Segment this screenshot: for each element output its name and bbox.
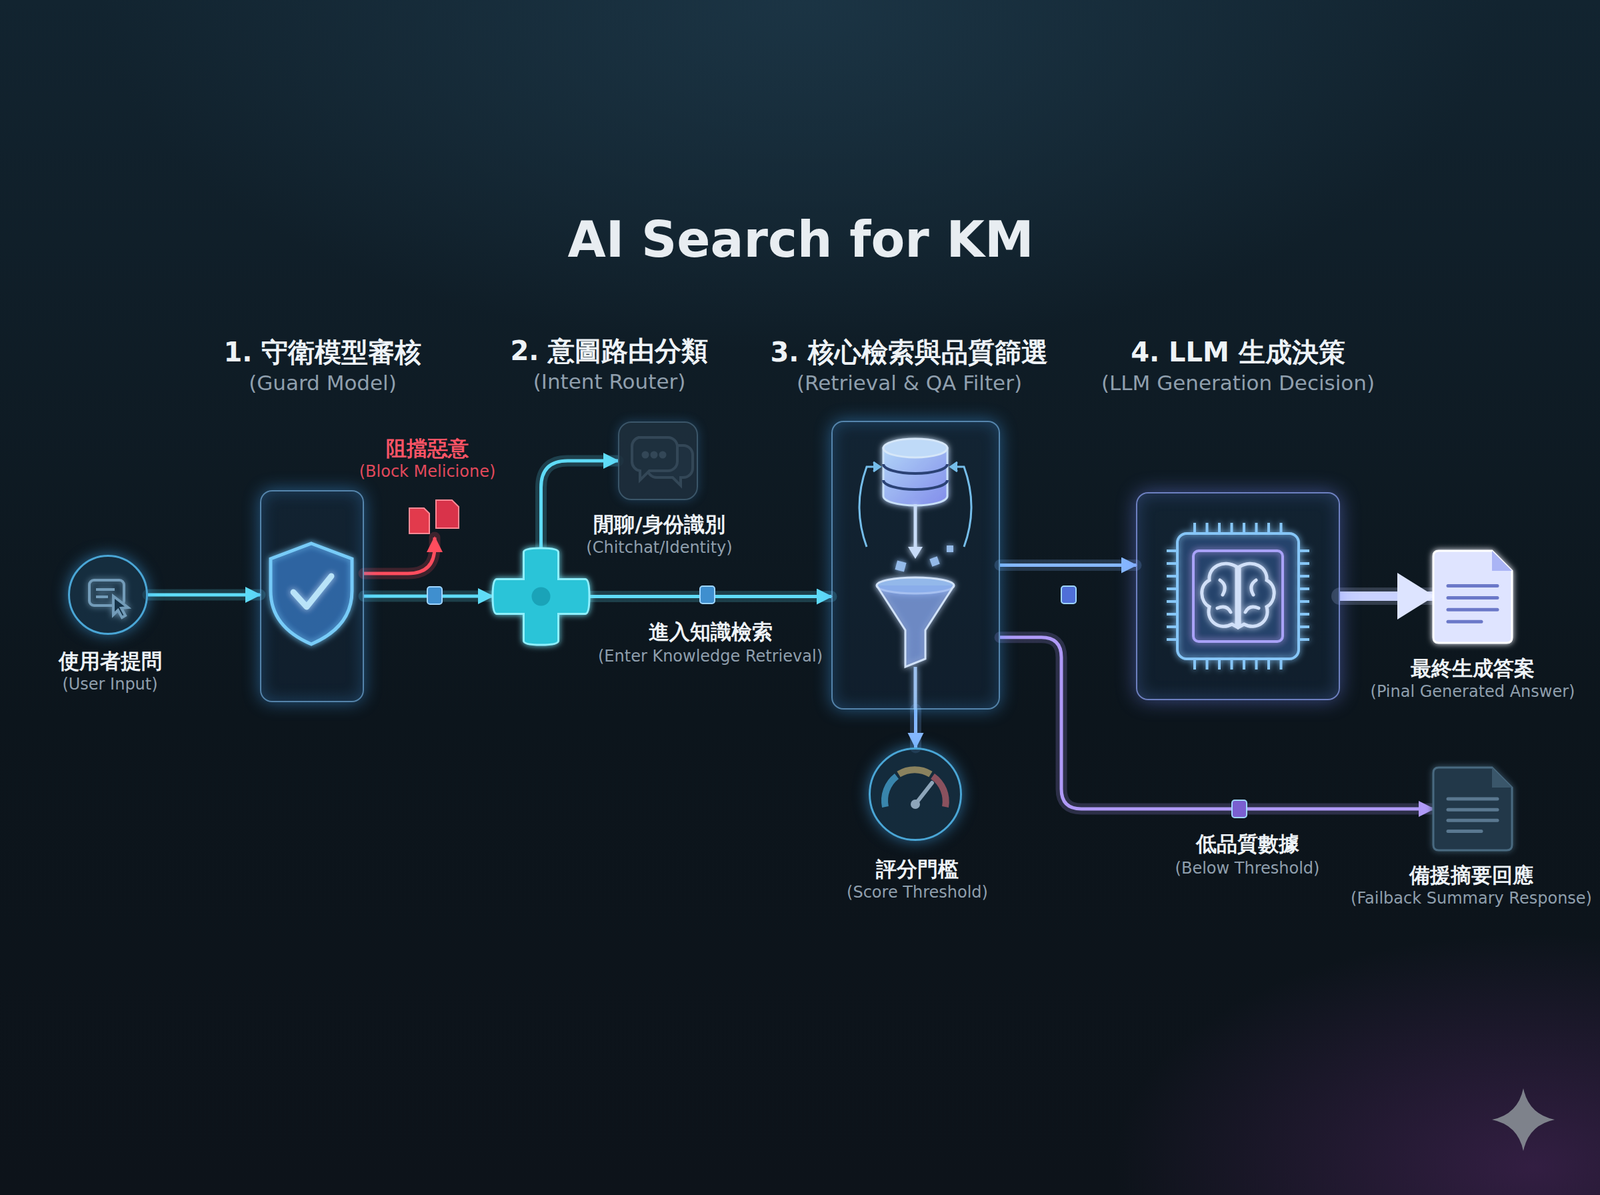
block-docs: 阻擋惡意(Block Melicione) [408, 498, 462, 538]
flow-connector [915, 709, 916, 748]
node-title: 3. 核心檢索與品質篩選 [770, 334, 1049, 370]
node-label: 阻擋惡意(Block Melicione) [359, 434, 496, 482]
connector-line [1000, 563, 1136, 567]
connector-glow [148, 589, 260, 601]
node-label: 4. LLM 生成決策(LLM Generation Decision) [1101, 334, 1375, 396]
input-circle: 使用者提問(User Input) [68, 554, 148, 635]
diagram-title: AI Search for KM [567, 210, 1034, 268]
node-subtitle: (Chitchat/Identity) [586, 537, 732, 558]
node-subtitle: (Failback Summary Response) [1350, 888, 1592, 909]
guard-panel: 1. 守衛模型審核(Guard Model) [260, 490, 364, 702]
llm-panel: 4. LLM 生成決策(LLM Generation Decision) [1136, 492, 1340, 700]
node-label: 2. 意圖路由分類(Intent Router) [510, 333, 709, 395]
router-cross-outline [492, 548, 590, 645]
flow-connector [148, 594, 260, 596]
node-title: 4. LLM 生成決策 [1101, 334, 1375, 370]
chitchat-tile: 閒聊/身份識別(Chitchat/Identity) [618, 421, 698, 500]
node-subtitle: (LLM Generation Decision) [1101, 369, 1375, 396]
node-title: 阻擋惡意 [359, 434, 496, 462]
node-subtitle: (Guard Model) [224, 369, 422, 396]
retrieval-panel: 3. 核心檢索與品質篩選(Retrieval & QA Filter) [831, 420, 1000, 710]
connector-glow [1000, 559, 1136, 571]
node-title: 評分門檻 [846, 855, 988, 882]
node-title: 最終生成答案 [1370, 654, 1576, 682]
edge-sublabel: (Below Threshold) [1175, 858, 1320, 879]
connector-line [914, 709, 918, 748]
fallback-document: 備援摘要回應(Failback Summary Response) [1433, 767, 1512, 850]
node-label: 3. 核心檢索與品質篩選(Retrieval & QA Filter) [770, 334, 1049, 396]
threshold-gauge: 評分門檻(Score Threshold) [868, 747, 962, 841]
node-title: 閒聊/身份識別 [586, 510, 732, 538]
node-subtitle: (Pinal Generated Answer) [1370, 681, 1576, 702]
node-label: 備援摘要回應(Failback Summary Response) [1350, 861, 1592, 909]
edge-label: 進入知識檢索 [648, 618, 773, 645]
node-title: 2. 意圖路由分類 [510, 333, 709, 368]
node-subtitle: (Score Threshold) [846, 882, 988, 903]
node-subtitle: (Intent Router) [510, 368, 709, 395]
node-subtitle: (Block Melicione) [359, 461, 496, 482]
fallback-document-outline [1433, 767, 1512, 850]
connector-line [364, 537, 435, 574]
node-label: 1. 守衛模型審核(Guard Model) [224, 334, 422, 396]
node-subtitle: (Retrieval & QA Filter) [770, 369, 1049, 396]
watermark-star [1492, 1088, 1555, 1151]
edge-sublabel: (Enter Knowledge Retrieval) [598, 646, 823, 667]
node-label: 評分門檻(Score Threshold) [846, 855, 988, 903]
router-cross: 2. 意圖路由分類(Intent Router) [492, 548, 590, 645]
node-label: 最終生成答案(Pinal Generated Answer) [1370, 654, 1576, 702]
node-title: 使用者提問 [58, 647, 162, 674]
block-docs-outline [408, 498, 462, 538]
edge-label: 低品質數據 [1196, 830, 1300, 857]
answer-document-outline [1433, 550, 1512, 643]
node-title: 備援摘要回應 [1350, 861, 1592, 888]
answer-document: 最終生成答案(Pinal Generated Answer) [1433, 550, 1512, 643]
connector-glow [1340, 587, 1434, 605]
flow-connector [364, 537, 435, 574]
connector-line [1340, 591, 1434, 601]
flow-connector [1000, 564, 1136, 566]
node-subtitle: (User Input) [58, 674, 162, 695]
node-label: 閒聊/身份識別(Chitchat/Identity) [586, 510, 732, 558]
connector-line [148, 593, 260, 597]
connector-glow [910, 709, 922, 748]
flow-connector [1340, 596, 1434, 597]
node-title: 1. 守衛模型審核 [224, 334, 422, 370]
connector-glow [364, 537, 435, 574]
node-label: 使用者提問(User Input) [58, 647, 162, 695]
